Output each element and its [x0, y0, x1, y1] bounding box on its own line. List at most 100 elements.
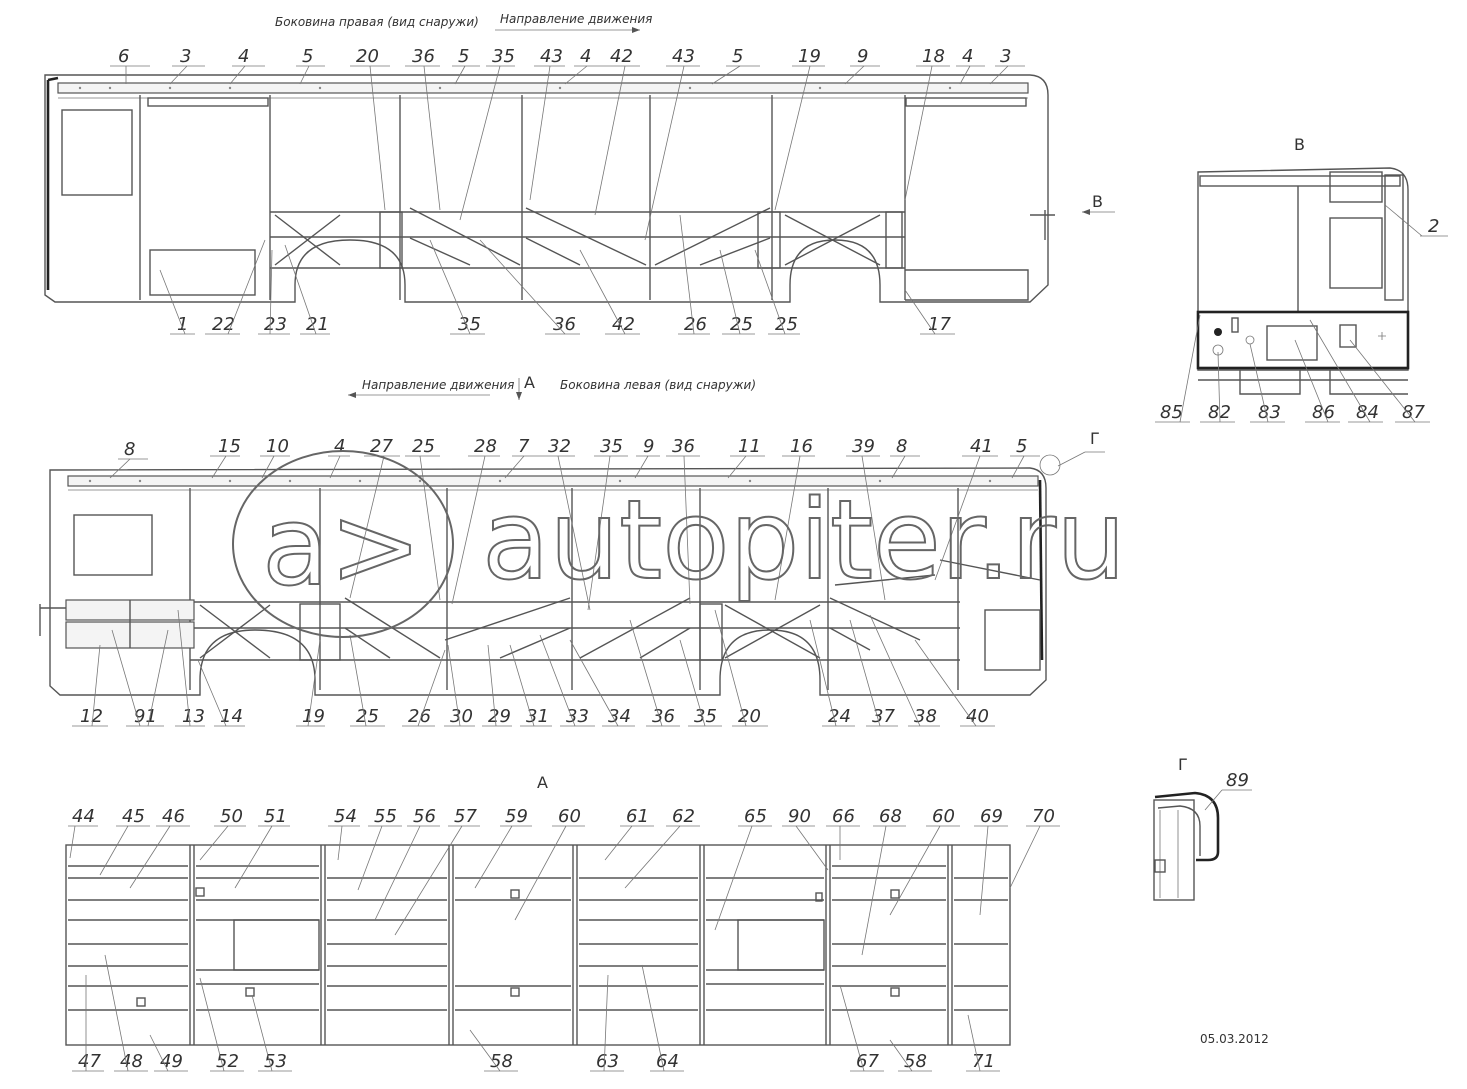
- callout-label: 35: [492, 46, 515, 67]
- callout-label: 83: [1258, 402, 1281, 423]
- callout-label: 48: [120, 1051, 143, 1072]
- callout-label: 46: [162, 806, 185, 827]
- callout-label: 69: [980, 806, 1003, 827]
- callout-label: 7: [518, 436, 530, 457]
- callout-label: 44: [72, 806, 95, 827]
- callout-label: 71: [972, 1051, 995, 1072]
- caption-left-side: Боковина левая (вид снаружи): [560, 378, 756, 392]
- callout-label: 64: [656, 1051, 679, 1072]
- callout-label: 56: [413, 806, 436, 827]
- callout-label: 65: [744, 806, 767, 827]
- arrow-head-right-icon: [632, 27, 640, 33]
- right-side-frame: [44, 74, 1055, 303]
- callout-label: 32: [548, 436, 571, 457]
- callout-label: 26: [408, 706, 431, 727]
- callout-label: 6: [118, 46, 129, 67]
- callout-label: 8: [124, 439, 135, 460]
- callout-label: 20: [356, 46, 379, 67]
- callout-label: 62: [672, 806, 695, 827]
- callout-label: 15: [218, 436, 241, 457]
- callout-label: 3: [1000, 46, 1011, 67]
- callout-label: 4: [334, 436, 345, 457]
- callout-label: 54: [334, 806, 357, 827]
- callout-label: 36: [412, 46, 435, 67]
- callout-label: 10: [266, 436, 289, 457]
- callout-label: 30: [450, 706, 473, 727]
- callout-label: 37: [872, 706, 895, 727]
- view-b-arrow-label: В: [1092, 192, 1103, 211]
- caption-direction-mid: Направление движения: [362, 378, 514, 392]
- callout-label: 1: [177, 314, 188, 335]
- callout-label: 66: [832, 806, 855, 827]
- callout-label: 25: [412, 436, 435, 457]
- caption-direction-top: Направление движения: [500, 12, 652, 26]
- callout-label: 40: [966, 706, 989, 727]
- arrow-head-left-icon: [348, 392, 356, 398]
- callout-label: 55: [374, 806, 397, 827]
- callout-label: 23: [264, 314, 287, 335]
- callout-label: 3: [180, 46, 191, 67]
- view-a-arrow-label: А: [524, 373, 535, 392]
- callout-label: 60: [932, 806, 955, 827]
- callout-label: 2: [1428, 216, 1439, 237]
- view-a-panel-grid: [65, 844, 1011, 1046]
- view-g-title: Г: [1178, 755, 1188, 774]
- callout-label: 18: [922, 46, 945, 67]
- callout-label: 67: [856, 1051, 879, 1072]
- callout-label: 25: [356, 706, 379, 727]
- callout-label: 61: [626, 806, 649, 827]
- callout-label: 31: [526, 706, 549, 727]
- arrow-head-left-icon: [1082, 209, 1090, 215]
- watermark-logo-icon: [232, 450, 454, 638]
- callout-label: 35: [694, 706, 717, 727]
- callout-label: 4: [962, 46, 973, 67]
- callout-label: 63: [596, 1051, 619, 1072]
- callout-label: 70: [1032, 806, 1055, 827]
- callout-label: 5: [1016, 436, 1027, 457]
- callout-label: 4: [238, 46, 249, 67]
- callout-label: 53: [264, 1051, 287, 1072]
- callout-label: 58: [904, 1051, 927, 1072]
- callout-label: 68: [879, 806, 902, 827]
- callouts-view-a-bottom: 47 48 49 52 53 58 63 64 67 58 71: [72, 954, 1000, 1072]
- callout-label: 35: [600, 436, 623, 457]
- callout-label: 25: [775, 314, 798, 335]
- callout-label: 5: [458, 46, 469, 67]
- callout-label: 42: [612, 314, 635, 335]
- callout-label: 4: [580, 46, 591, 67]
- callout-label: 50: [220, 806, 243, 827]
- leader-line: [1204, 789, 1252, 811]
- callout-label: 90: [788, 806, 811, 827]
- callout-label: 43: [672, 46, 695, 67]
- callout-label: 42: [610, 46, 633, 67]
- callout-label: 39: [852, 436, 875, 457]
- callout-label: 36: [652, 706, 675, 727]
- leader-line: [1057, 451, 1105, 467]
- drawing-date: 05.03.2012: [1200, 1032, 1269, 1046]
- callout-label: 11: [738, 436, 761, 457]
- callouts-view-a-top: 44 45 46 50 51 54 55 56 57 59 60 61 62 6…: [68, 806, 1060, 956]
- callout-label: 25: [730, 314, 753, 335]
- callout-label: 17: [928, 314, 951, 335]
- callouts-left-top: 8 15 10 4 27 25 28 7 32 35 9 36 11 16 39…: [109, 436, 1040, 611]
- watermark-text: autopiter.ru: [482, 476, 1126, 604]
- callouts-left-bottom: 12 91 13 14 19 25 26 30 29 31 33 34 36 3…: [72, 609, 995, 727]
- callout-label: 51: [264, 806, 287, 827]
- callout-label: 58: [490, 1051, 513, 1072]
- left-side-frame: [39, 467, 1047, 696]
- callout-label: 34: [608, 706, 631, 727]
- callout-label: 86: [1312, 402, 1335, 423]
- callout-label: 9: [857, 46, 868, 67]
- watermark-logo-icon: a>: [262, 482, 422, 610]
- callout-label: 14: [220, 706, 243, 727]
- left-side-rivets: [88, 479, 992, 483]
- callout-label: 47: [78, 1051, 101, 1072]
- callout-label: 36: [672, 436, 695, 457]
- callout-label: 29: [488, 706, 511, 727]
- callout-label: 20: [738, 706, 761, 727]
- callout-label: 52: [216, 1051, 239, 1072]
- callouts-right-top: 6 3 4 5 20 36 5 35 43 4 42 43 5 19 9 18 …: [110, 46, 1025, 241]
- callout-label: 87: [1402, 402, 1425, 423]
- callout-label: 16: [790, 436, 813, 457]
